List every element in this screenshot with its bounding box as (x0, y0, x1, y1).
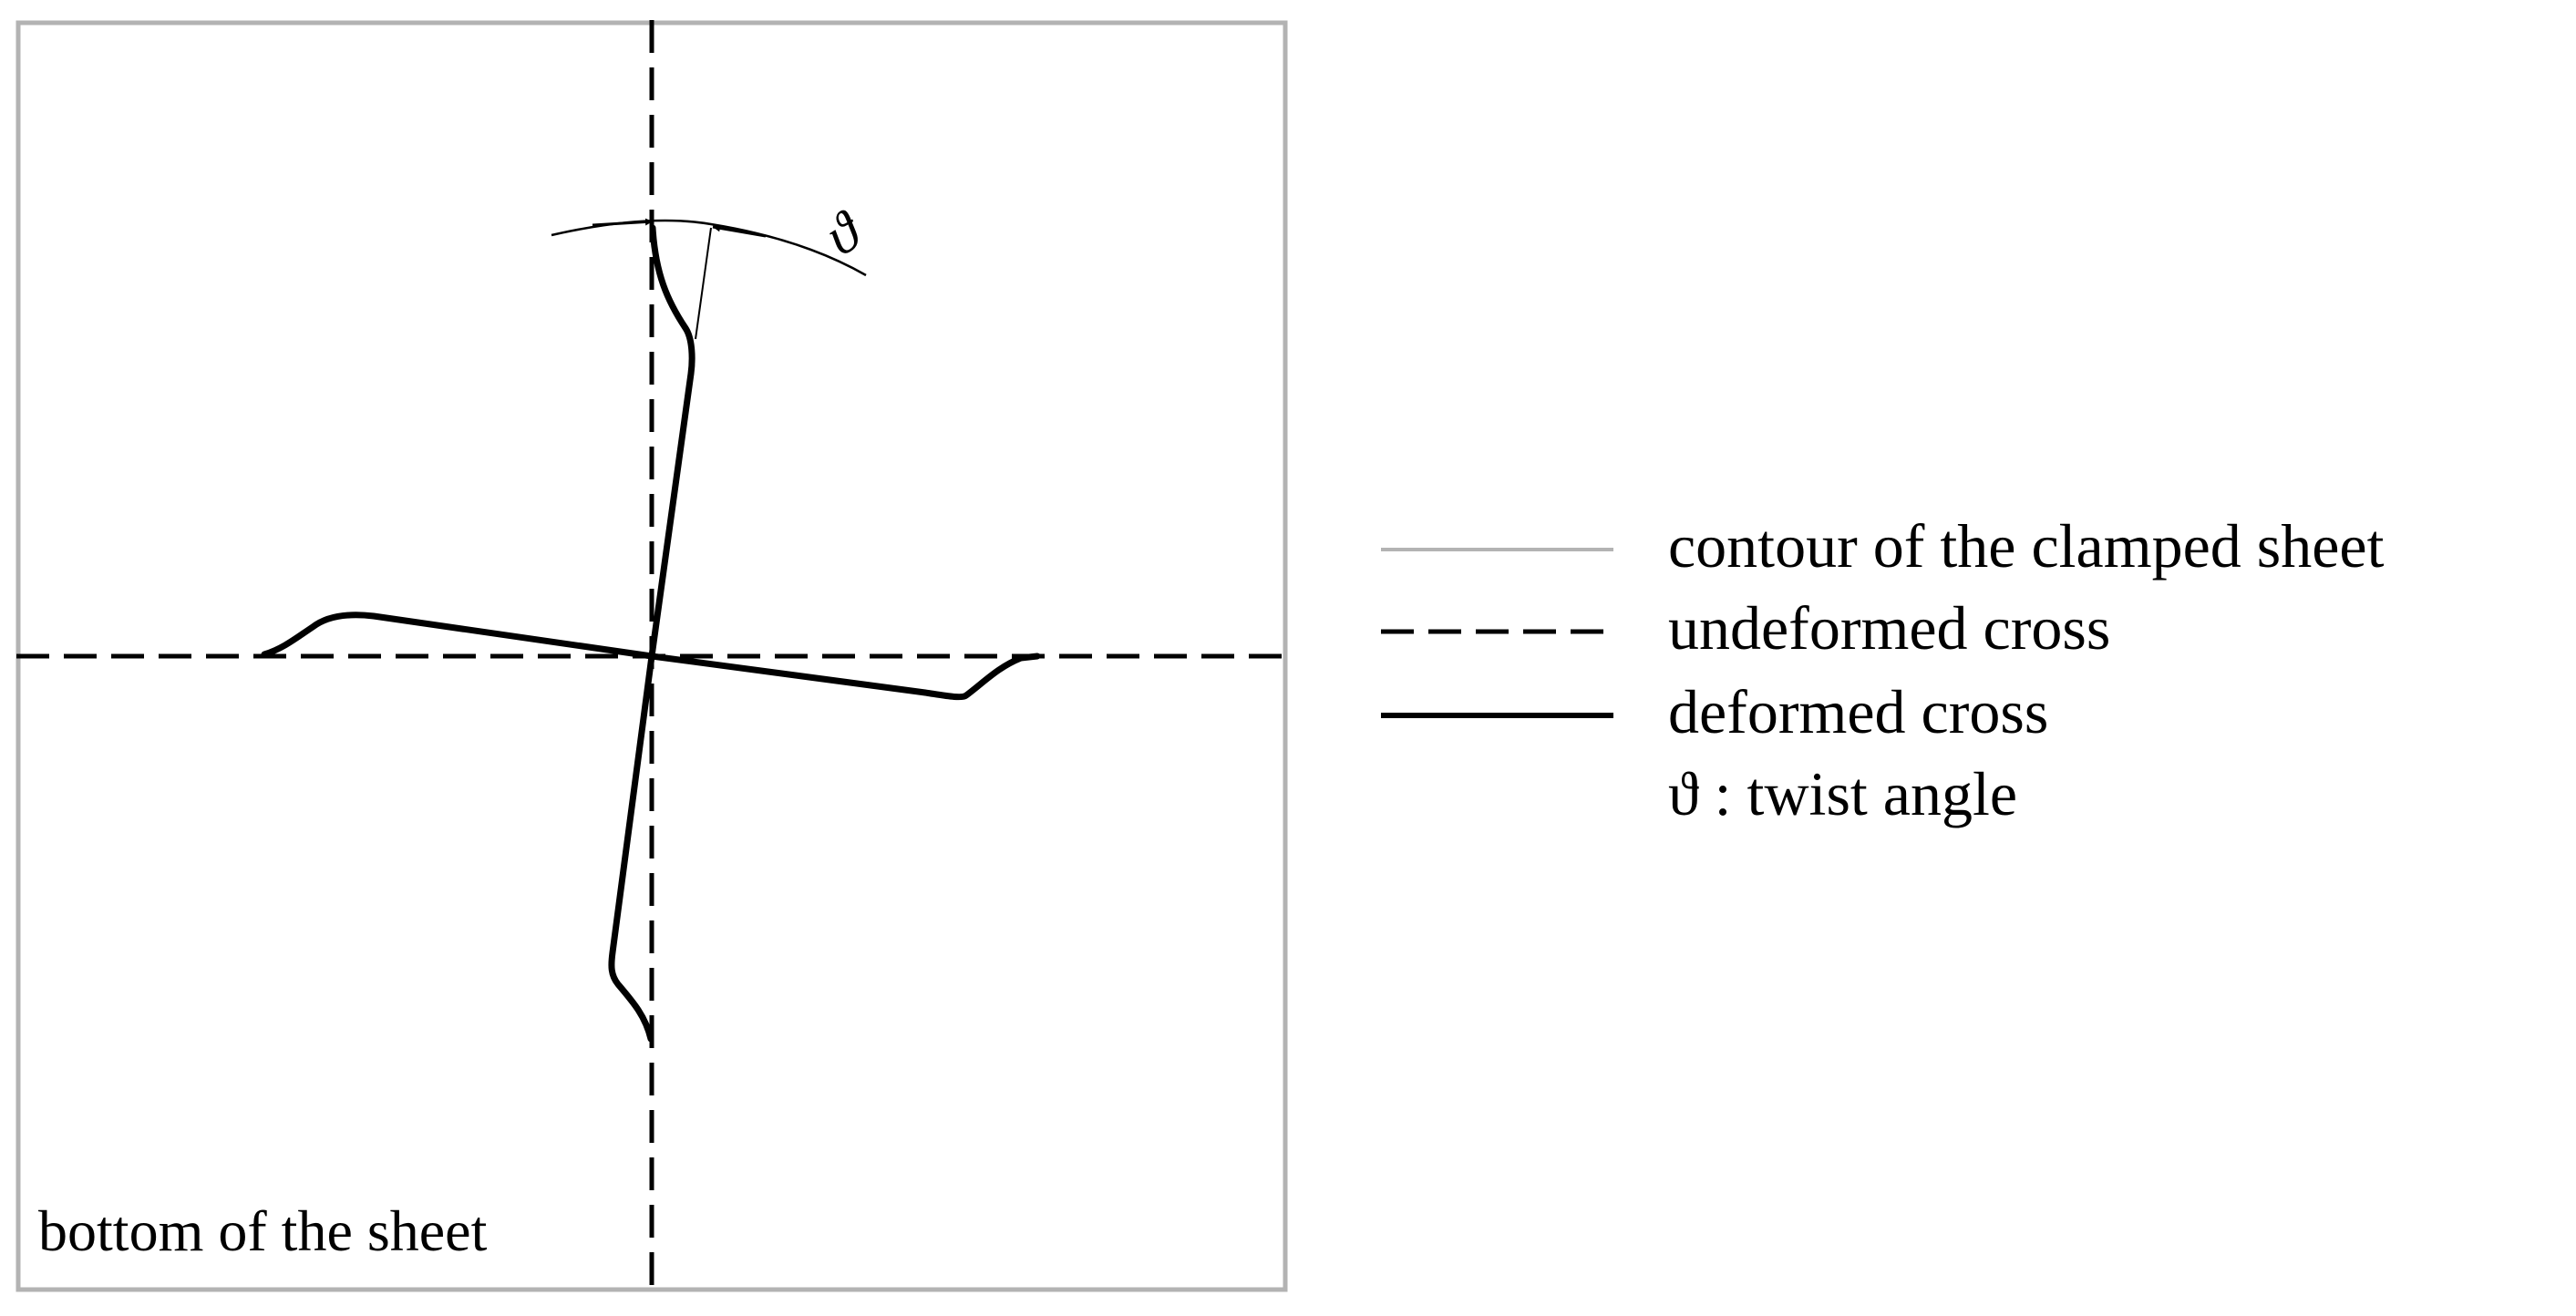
sheet-bottom-label: bottom of the sheet (38, 1198, 488, 1263)
legend-label-deformed: deformed cross (1668, 677, 2048, 746)
twist-angle-symbol: ϑ (814, 199, 873, 268)
deformed-cross-left-arm (261, 612, 655, 660)
deformed-cross-lower-arm (608, 653, 655, 1043)
legend-label-undeformed: undeformed cross (1668, 593, 2110, 663)
twist-angle-reference-line (695, 227, 712, 340)
deformed-cross-right-arm (648, 653, 1041, 701)
legend-label-contour: contour of the clamped sheet (1668, 511, 2385, 581)
twist-angle-arrow-left (592, 218, 654, 227)
deformed-cross-upper-arm (648, 224, 696, 660)
legend: contour of the clamped sheet undeformed … (1381, 511, 2385, 828)
legend-note-twist-angle: ϑ : twist angle (1668, 759, 2017, 828)
twist-angle-arrow-right (712, 224, 767, 238)
